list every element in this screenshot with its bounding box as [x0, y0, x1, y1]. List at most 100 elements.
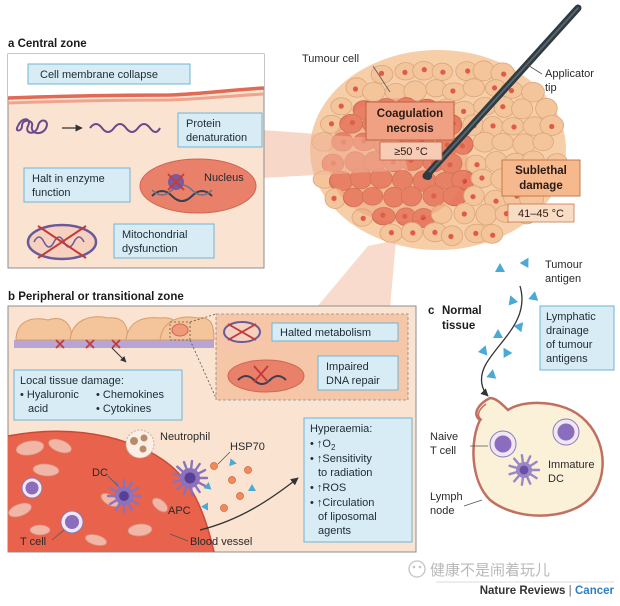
tumour-nucleus [360, 215, 366, 221]
tumour-antigen-icon [486, 369, 497, 379]
naive-t-cell-icon [489, 430, 517, 458]
local-tissue-damage-box [13, 369, 183, 421]
coagulation-label-line2: necrosis [386, 123, 433, 135]
hsp70-molecule [210, 462, 218, 470]
tumour-nucleus [440, 69, 446, 75]
sublethal-label-line1: Sublethal [515, 165, 567, 177]
tumour-cell-label: Tumour cell [302, 53, 359, 65]
cell-membrane-collapse-label: Cell membrane collapse [40, 69, 158, 81]
applicator-label-line2: tip [545, 82, 557, 94]
hyperaemia-title: Hyperaemia: [310, 423, 372, 435]
lymph-line3: of tumour [546, 339, 593, 351]
tumour-nucleus [473, 230, 479, 236]
hyp-circulation-line1: • ↑Circulation [310, 497, 374, 509]
mito-line1: Mitochondrial [122, 229, 187, 241]
sublethal-damage-box: Sublethal damage [501, 159, 581, 197]
dna-strand-icon [151, 190, 213, 202]
impaired-line2: DNA repair [326, 375, 380, 387]
vessel-t-cell-icon [21, 477, 43, 499]
tumour-nucleus [402, 69, 408, 75]
tumour-antigen-icon [513, 322, 524, 333]
hyp-circulation-line2: of liposomal [318, 511, 377, 523]
lymph-node-line2: node [430, 505, 454, 517]
inset-dna-icon [237, 375, 287, 385]
tumour-nucleus [388, 230, 394, 236]
hyp-circulation-line3: agents [318, 525, 352, 537]
red-blood-cell [127, 523, 153, 537]
peripheral-zoom-callout [316, 240, 396, 308]
hyp-o2: • ↑O2 [310, 438, 336, 452]
neutrophil-label: Neutrophil [160, 431, 210, 443]
blood-vessel-label: Blood vessel [190, 536, 252, 548]
mito-line2: dysfunction [122, 243, 178, 255]
tumour-antigen-icon [519, 257, 529, 268]
damage-arrow [111, 347, 127, 363]
panel-c-title-line2: tissue [442, 320, 475, 332]
antigen-fragment-icon [201, 502, 208, 511]
tumour-nucleus [511, 124, 517, 130]
t-cell-label: T cell [20, 536, 46, 548]
hyp-sensitivity-line2: to radiation [318, 467, 372, 479]
protein-denaturation-line2: denaturation [186, 132, 247, 144]
tumour-antigen-icon [503, 347, 513, 358]
hyaluronic-line1: • Hyaluronic [20, 389, 79, 401]
immature-dc-line2: DC [548, 473, 564, 485]
blood-vessel-lumen [8, 431, 214, 552]
tumour-antigens [477, 257, 539, 379]
dendritic-cell-icon [106, 478, 142, 514]
red-blood-cell [151, 497, 169, 513]
tumour-nucleus [500, 104, 506, 110]
tissue-damage-crosses [55, 339, 121, 349]
hsp70-molecules [201, 458, 256, 512]
basement-membrane [14, 340, 214, 348]
coagulation-temp-box: ≥50 °C [379, 141, 443, 161]
tumour-cell [475, 203, 497, 226]
tumour-nucleus [352, 86, 359, 92]
sublethal-temp-box: 41–45 °C [507, 203, 575, 223]
red-blood-cell [29, 524, 51, 536]
hyperaemia-box [303, 417, 413, 543]
tumour-nucleus [479, 175, 485, 181]
panel-b-title: b Peripheral or transitional zone [8, 291, 184, 303]
tumour-nucleus [501, 71, 507, 77]
neutrophil-icon [125, 429, 155, 459]
inset-nucleus-icon [227, 359, 305, 393]
tumour-nucleus [420, 214, 426, 220]
tumour-nucleus [461, 211, 467, 217]
lymphatic-drainage-box [539, 305, 615, 371]
wechat-logo-icon [408, 560, 426, 578]
impaired-line1: Impaired [326, 361, 369, 373]
halt-enzyme-line2: function [32, 187, 71, 199]
watermark-text: 健康不是闹着玩儿 [430, 562, 550, 579]
sublethal-label-line2: damage [519, 180, 562, 192]
local-damage-title: Local tissue damage: [20, 375, 124, 387]
panel-a: a Central zone Cell membrane collapse Pr… [7, 38, 265, 269]
tumour-cell-leader [372, 65, 391, 93]
zoom-square [169, 321, 191, 341]
tumour-nucleus [490, 123, 496, 129]
tumour-nucleus [338, 103, 344, 109]
tumour-cell [362, 82, 386, 102]
tumour-cell [532, 132, 554, 152]
tumour-cell [491, 133, 514, 152]
antigen-fragment-icon [229, 458, 237, 467]
red-blood-cell [32, 463, 60, 477]
applicator [422, 4, 582, 180]
tumour-nucleus [549, 123, 555, 130]
dc-label: DC [92, 467, 108, 479]
chemokines-label: • Chemokines [96, 389, 165, 401]
tumour-nucleus [493, 198, 499, 204]
hsp70-molecule [244, 466, 252, 474]
apc-icon [172, 459, 209, 497]
central-zoom-callout [262, 130, 408, 178]
halted-metabolism-box [271, 322, 399, 342]
mitochondrial-dysfunction-box [113, 223, 215, 259]
tumour-nucleus [431, 193, 437, 199]
naive-t-cell-line1: Naive [430, 431, 458, 443]
tumour-nucleus [461, 108, 467, 114]
tumour-cell [361, 187, 384, 206]
t-cell-icon [60, 510, 84, 534]
tumour-nucleus [459, 143, 465, 149]
hsp70-molecule [228, 476, 236, 484]
